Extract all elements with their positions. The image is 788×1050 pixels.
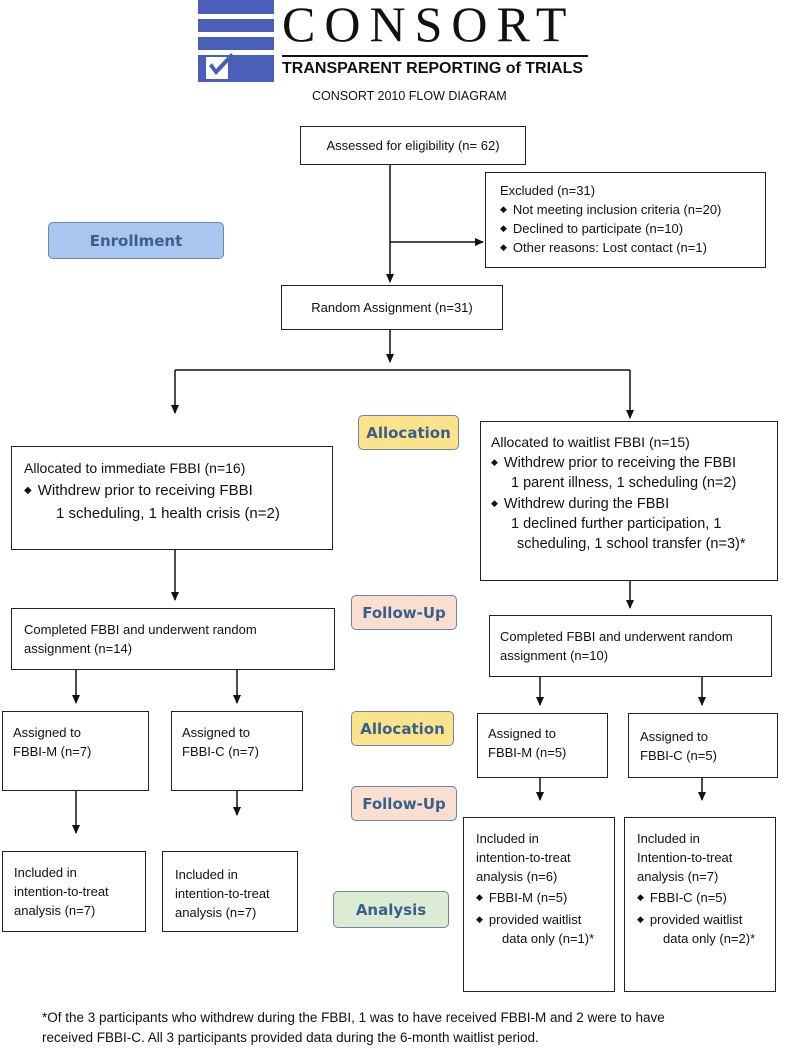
waitlist-fbbi-box: Allocated to waitlist FBBI (n=15) ◆Withd… bbox=[480, 421, 778, 581]
assigned-label: Assigned to bbox=[640, 729, 708, 744]
assigned-fbbi-m-left-box: Assigned to FBBI-M (n=7) bbox=[2, 711, 149, 791]
analysis-fbbi-c-right-box: Included in Intention-to-treat analysis … bbox=[624, 817, 776, 992]
analysis-itt: intention-to-treat bbox=[476, 850, 571, 865]
completed-right-line1: Completed FBBI and underwent random bbox=[500, 629, 733, 644]
diagram-title: CONSORT 2010 FLOW DIAGRAM bbox=[312, 89, 507, 103]
assigned-fbbi-c-left-box: Assigned to FBBI-C (n=7) bbox=[171, 711, 303, 791]
waitlist-withdrew-prior: Withdrew prior to receiving the FBBI bbox=[503, 455, 737, 471]
analysis-itt: intention-to-treat bbox=[14, 884, 109, 899]
footnote-line1: *Of the 3 participants who withdrew duri… bbox=[42, 1010, 665, 1025]
logo-tagline: TRANSPARENT REPORTING of TRIALS bbox=[282, 60, 584, 77]
consort-logo: CONSORT TRANSPARENT REPORTING of TRIALS bbox=[198, 0, 590, 82]
excluded-title: Excluded (n=31) bbox=[500, 183, 596, 198]
analysis-included: Included in bbox=[476, 831, 539, 846]
excluded-item: Declined to participate (n=10) bbox=[512, 221, 684, 236]
assigned-group: FBBI-M (n=7) bbox=[13, 744, 92, 759]
flow-connectors bbox=[72, 165, 706, 834]
completed-left-line1: Completed FBBI and underwent random bbox=[24, 622, 257, 637]
stage-analysis: Analysis bbox=[333, 891, 449, 928]
assessed-for-eligibility-box: Assessed for eligibility (n= 62) bbox=[300, 126, 526, 165]
assigned-group: FBBI-C (n=7) bbox=[182, 744, 259, 759]
excluded-item: Other reasons: Lost contact (n=1) bbox=[512, 240, 707, 255]
stage-enrollment: Enrollment bbox=[48, 222, 224, 259]
analysis-count: analysis (n=7) bbox=[14, 903, 96, 918]
excluded-item: Not meeting inclusion criteria (n=20) bbox=[512, 202, 722, 217]
analysis-count: analysis (n=6) bbox=[476, 869, 558, 884]
immediate-withdrew: Withdrew prior to receiving FBBI bbox=[37, 482, 253, 499]
analysis-included: Included in bbox=[14, 865, 77, 880]
stage-allocation-second: Allocation bbox=[351, 711, 454, 746]
analysis-fbbi-c-left-box: Included in intention-to-treat analysis … bbox=[162, 851, 298, 932]
analysis-waitlist-note-cont: data only (n=1)* bbox=[502, 931, 595, 946]
assigned-label: Assigned to bbox=[182, 725, 250, 740]
waitlist-detail-prior: 1 parent illness, 1 scheduling (n=2) bbox=[511, 475, 737, 491]
analysis-fbbi-m-left-box: Included in intention-to-treat analysis … bbox=[2, 851, 146, 932]
waitlist-detail-during: 1 declined further participation, 1 bbox=[511, 516, 722, 532]
random-assignment-text: Random Assignment (n=31) bbox=[311, 300, 473, 315]
completed-right-box: Completed FBBI and underwent random assi… bbox=[489, 615, 772, 677]
analysis-included: Included in bbox=[175, 867, 238, 882]
assigned-fbbi-c-right-box: Assigned to FBBI-C (n=5) bbox=[628, 713, 778, 778]
stage-allocation: Allocation bbox=[358, 415, 459, 450]
analysis-group-count: FBBI-M (n=5) bbox=[488, 890, 568, 905]
analysis-itt: Intention-to-treat bbox=[637, 850, 733, 865]
assigned-fbbi-m-right-box: Assigned to FBBI-M (n=5) bbox=[477, 713, 608, 778]
waitlist-withdrew-during: Withdrew during the FBBI bbox=[503, 496, 670, 512]
waitlist-title: Allocated to waitlist FBBI (n=15) bbox=[491, 434, 690, 450]
footnote-line2: received FBBI-C. All 3 participants prov… bbox=[42, 1030, 539, 1045]
excluded-box: Excluded (n=31) ◆Not meeting inclusion c… bbox=[485, 172, 766, 268]
analysis-count: analysis (n=7) bbox=[637, 869, 719, 884]
completed-left-box: Completed FBBI and underwent random assi… bbox=[11, 608, 335, 670]
stage-follow-up-second: Follow-Up bbox=[351, 786, 457, 821]
analysis-waitlist-note: provided waitlist bbox=[649, 912, 743, 927]
assigned-label: Assigned to bbox=[488, 726, 556, 741]
completed-left-line2: assignment (n=14) bbox=[24, 641, 133, 656]
assigned-label: Assigned to bbox=[13, 725, 81, 740]
logo-word: CONSORT bbox=[282, 0, 576, 52]
immediate-fbbi-box: Allocated to immediate FBBI (n=16) ◆With… bbox=[11, 446, 333, 550]
immediate-title: Allocated to immediate FBBI (n=16) bbox=[24, 460, 246, 476]
random-assignment-box: Random Assignment (n=31) bbox=[281, 285, 503, 330]
assigned-group: FBBI-M (n=5) bbox=[488, 745, 567, 760]
stage-follow-up: Follow-Up bbox=[351, 595, 457, 630]
analysis-itt: intention-to-treat bbox=[175, 886, 270, 901]
analysis-waitlist-note: provided waitlist bbox=[488, 912, 582, 927]
assigned-group: FBBI-C (n=5) bbox=[640, 748, 717, 763]
analysis-included: Included in bbox=[637, 831, 700, 846]
footnote: *Of the 3 participants who withdrew duri… bbox=[42, 1008, 762, 1048]
analysis-count: analysis (n=7) bbox=[175, 905, 257, 920]
analysis-group-count: FBBI-C (n=5) bbox=[649, 890, 727, 905]
assessed-text: Assessed for eligibility (n= 62) bbox=[326, 138, 500, 153]
logo-divider bbox=[282, 55, 588, 57]
analysis-waitlist-note-cont: data only (n=2)* bbox=[663, 931, 756, 946]
waitlist-detail-during-cont: scheduling, 1 school transfer (n=3)* bbox=[517, 536, 746, 552]
completed-right-line2: assignment (n=10) bbox=[500, 648, 609, 663]
immediate-detail: 1 scheduling, 1 health crisis (n=2) bbox=[56, 505, 280, 522]
consort-logo-mark bbox=[198, 0, 274, 82]
analysis-fbbi-m-right-box: Included in intention-to-treat analysis … bbox=[463, 817, 615, 992]
